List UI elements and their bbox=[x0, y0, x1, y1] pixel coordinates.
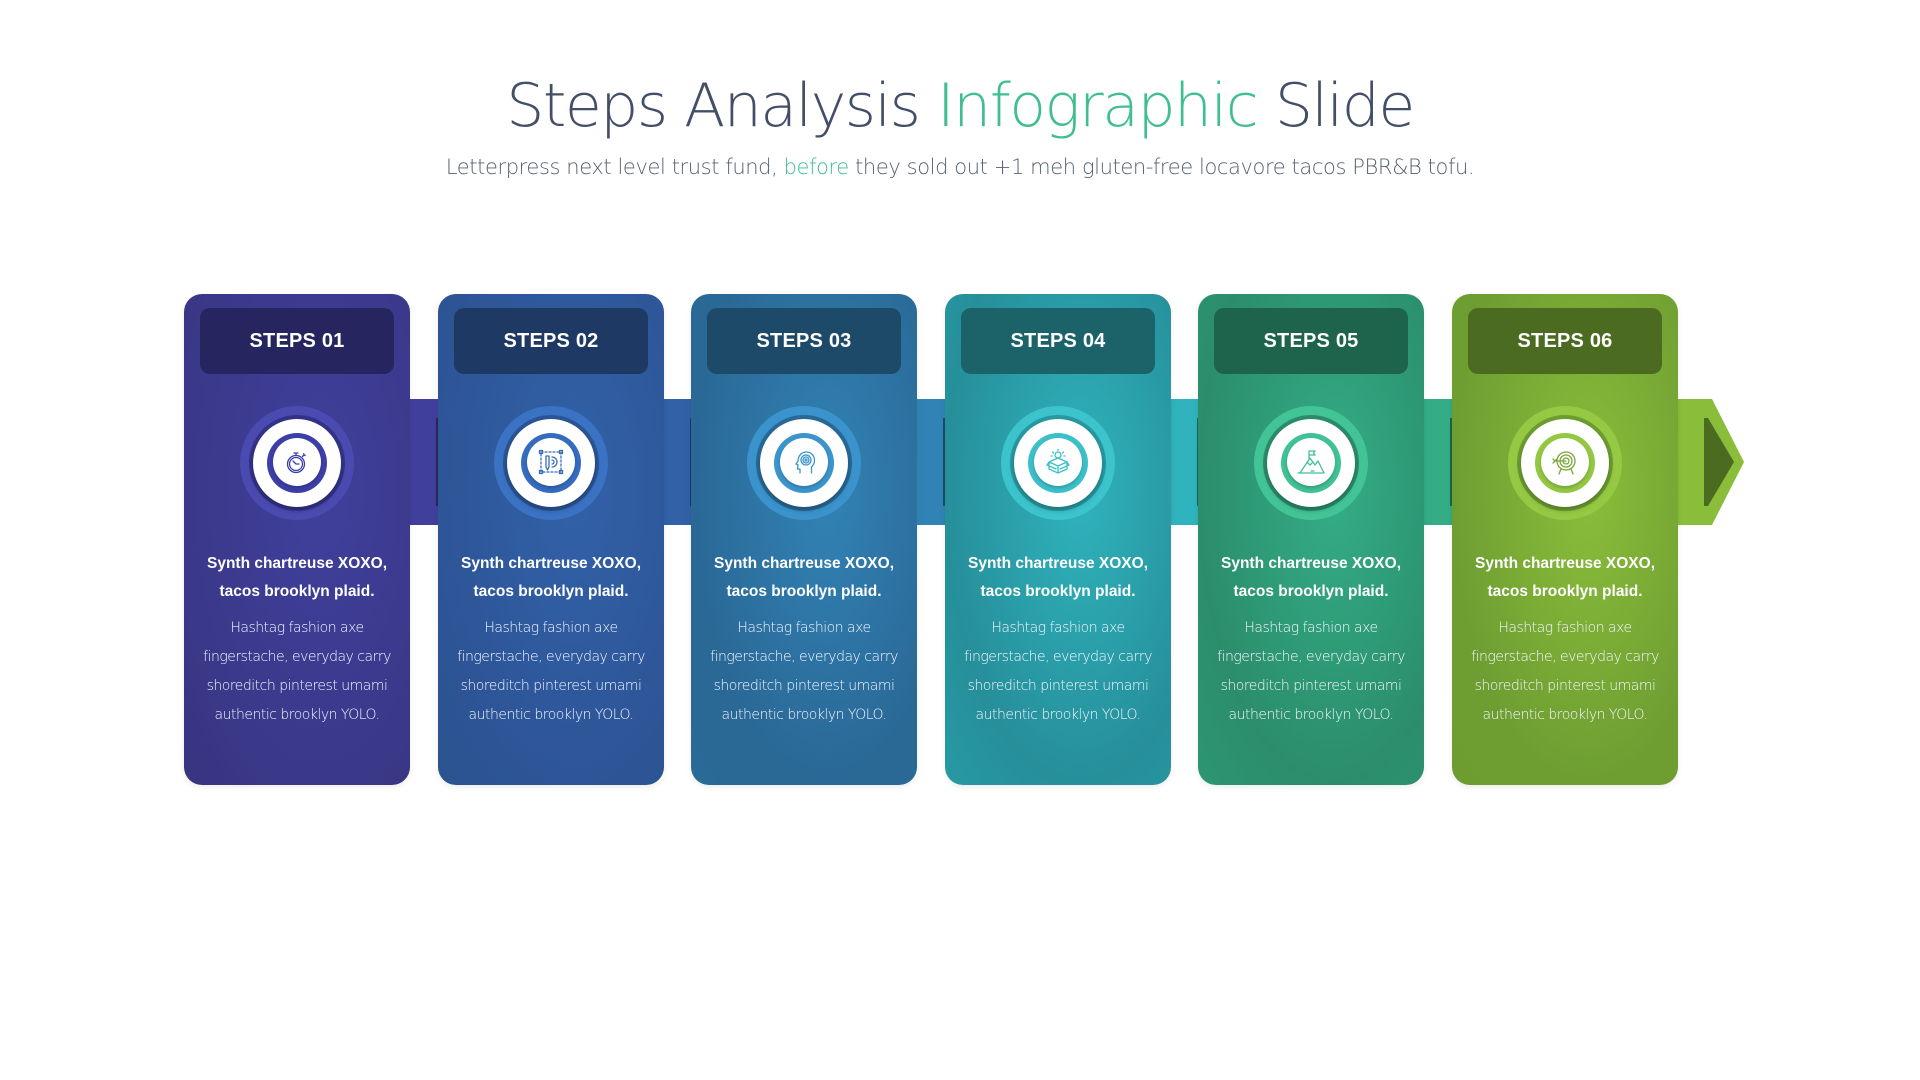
subtitle-text: Letterpress next level trust fund, bbox=[445, 155, 784, 179]
step-icon-badge bbox=[1001, 406, 1115, 520]
connector-band bbox=[1169, 399, 1201, 525]
step-heading: Synth chartreuse XOXO, tacos brooklyn pl… bbox=[713, 555, 895, 600]
step-label: STEPS 02 bbox=[503, 329, 599, 352]
step-heading: Synth chartreuse XOXO, tacos brooklyn pl… bbox=[1220, 555, 1402, 600]
chevron-right-icon bbox=[1704, 399, 1764, 525]
step-label: STEPS 03 bbox=[756, 329, 852, 352]
step-body: Hashtag fashion axe fingerstache, everyd… bbox=[964, 620, 1152, 723]
step-body: Hashtag fashion axe fingerstache, everyd… bbox=[457, 620, 645, 723]
mountain-flag-icon bbox=[1287, 438, 1335, 486]
brain-head-icon bbox=[780, 438, 828, 486]
slide-subtitle: Letterpress next level trust fund, befor… bbox=[0, 152, 1920, 182]
step-card-6: STEPS 06 Synth chartreuse XOXO, tacos br… bbox=[1452, 294, 1678, 785]
connector-band bbox=[915, 399, 947, 525]
slide-title: Steps Analysis Infographic Slide bbox=[0, 66, 1920, 146]
step-card-2: STEPS 02 Synth chartreuse XOXO, tacos br… bbox=[438, 294, 664, 785]
step-heading: Synth chartreuse XOXO, tacos brooklyn pl… bbox=[967, 555, 1149, 600]
connector-band bbox=[1676, 399, 1706, 525]
step-header: STEPS 05 bbox=[1214, 308, 1408, 374]
step-body: Hashtag fashion axe fingerstache, everyd… bbox=[203, 620, 391, 723]
step-label: STEPS 01 bbox=[249, 329, 345, 352]
step-body: Hashtag fashion axe fingerstache, everyd… bbox=[1471, 620, 1659, 723]
step-header: STEPS 02 bbox=[454, 308, 648, 374]
step-label: STEPS 06 bbox=[1517, 329, 1613, 352]
connector-band bbox=[662, 399, 694, 525]
step-heading: Synth chartreuse XOXO, tacos brooklyn pl… bbox=[206, 555, 388, 600]
step-header: STEPS 03 bbox=[707, 308, 901, 374]
step-header: STEPS 04 bbox=[961, 308, 1155, 374]
design-pencil-icon bbox=[527, 438, 575, 486]
step-card-4: STEPS 04 Synth chartreuse XOXO, tacos br… bbox=[945, 294, 1171, 785]
step-body: Hashtag fashion axe fingerstache, everyd… bbox=[710, 620, 898, 723]
subtitle-accent-text: before bbox=[783, 155, 850, 179]
title-accent-text: Infographic bbox=[936, 71, 1259, 141]
step-icon-badge bbox=[240, 406, 354, 520]
step-label: STEPS 04 bbox=[1010, 329, 1106, 352]
step-heading: Synth chartreuse XOXO, tacos brooklyn pl… bbox=[1474, 555, 1656, 600]
step-card-1: STEPS 01 Synth chartreuse XOXO, tacos br… bbox=[184, 294, 410, 785]
target-arrow-icon bbox=[1541, 438, 1589, 486]
step-heading: Synth chartreuse XOXO, tacos brooklyn pl… bbox=[460, 555, 642, 600]
step-label: STEPS 05 bbox=[1263, 329, 1359, 352]
step-card-3: STEPS 03 Synth chartreuse XOXO, tacos br… bbox=[691, 294, 917, 785]
step-body: Hashtag fashion axe fingerstache, everyd… bbox=[1217, 620, 1405, 723]
title-text-end: Slide bbox=[1257, 71, 1415, 141]
step-icon-badge bbox=[747, 406, 861, 520]
stopwatch-icon bbox=[273, 438, 321, 486]
idea-box-icon bbox=[1034, 438, 1082, 486]
step-header: STEPS 06 bbox=[1468, 308, 1662, 374]
step-icon-badge bbox=[1254, 406, 1368, 520]
step-card-5: STEPS 05 Synth chartreuse XOXO, tacos br… bbox=[1198, 294, 1424, 785]
connector-band bbox=[408, 399, 440, 525]
step-icon-badge bbox=[1508, 406, 1622, 520]
subtitle-text-end: they sold out +1 meh gluten-free locavor… bbox=[848, 155, 1475, 179]
step-icon-badge bbox=[494, 406, 608, 520]
step-header: STEPS 01 bbox=[200, 308, 394, 374]
connector-band bbox=[1422, 399, 1454, 525]
title-text: Steps Analysis bbox=[506, 71, 937, 141]
